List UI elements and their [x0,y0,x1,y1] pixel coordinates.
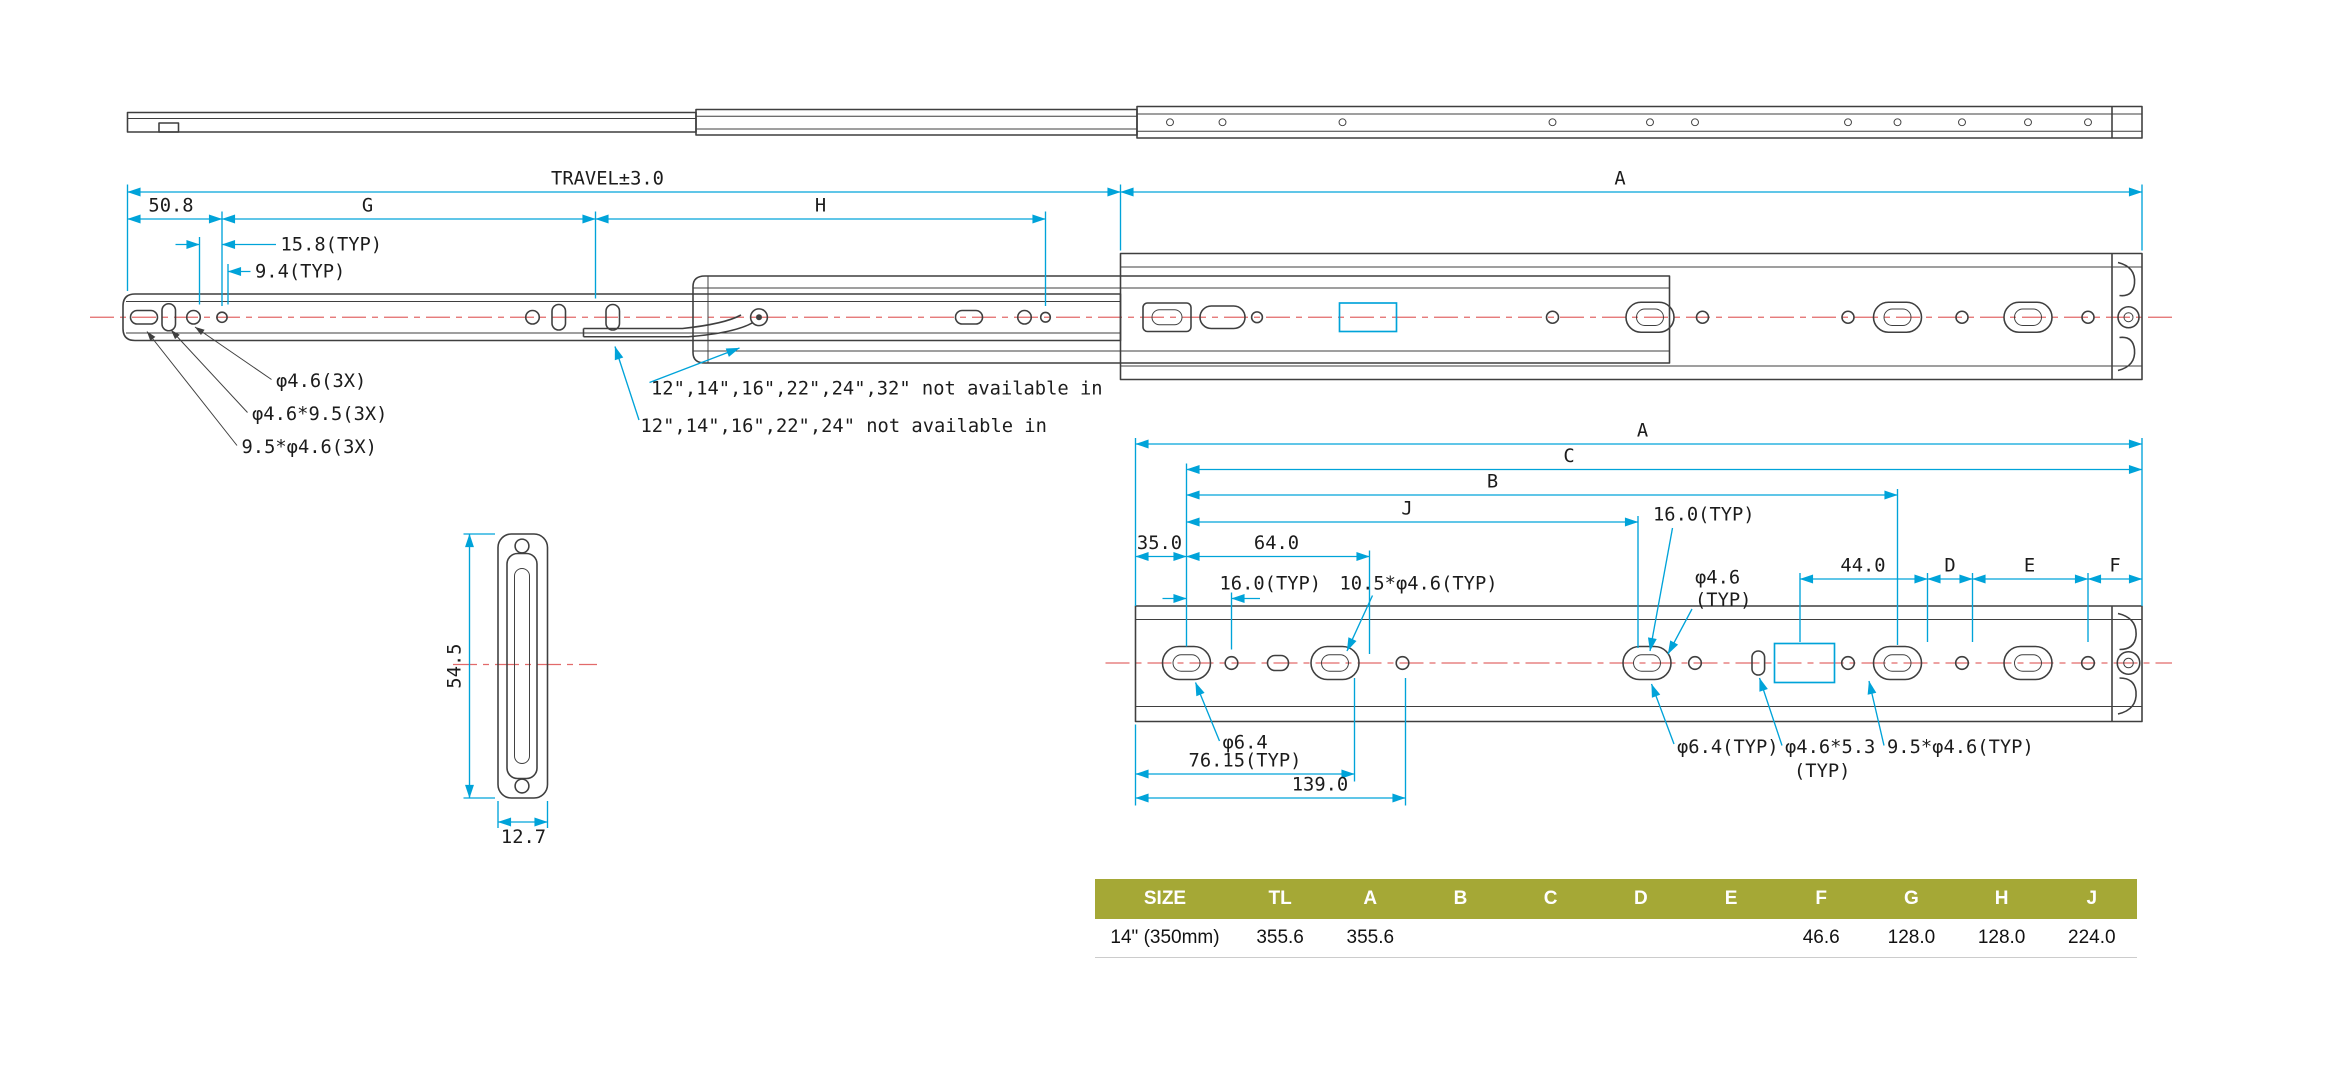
dim-35: 35.0 [1137,533,1182,554]
header-tl: TL [1268,888,1292,909]
dim-12-7: 12.7 [501,827,546,848]
dim-10-5xphi4-6: 10.5*φ4.6(TYP) [1340,574,1498,595]
spec-table-data-row: 14" (350mm) 355.6 355.6 46.6 128.0 128.0… [1095,919,2137,958]
dim-d: D [1944,556,1955,577]
cell-a: 355.6 [1346,927,1395,948]
header-g: G [1904,888,1919,909]
dim-phi4-6-typ-line2: (TYP) [1695,590,1751,611]
dim-50-8: 50.8 [148,196,193,217]
dim-travel: TRAVEL±3.0 [551,169,664,190]
header-a: A [1363,888,1378,909]
header-c: C [1543,888,1558,909]
cell-tl: 355.6 [1256,927,1304,948]
closed-slide-side-view [126,105,2143,139]
header-h: H [1994,888,2009,909]
cell-f: 46.6 [1802,927,1840,948]
header-d: D [1633,888,1648,909]
callout-9-5xphi4-6-3x: 9.5*φ4.6(3X) [242,437,377,458]
size-spec-table: SIZE TL A B C D E F G H J 14" (350mm) 35… [1095,879,2137,958]
dim-139: 139.0 [1292,775,1348,796]
outer-member-detail-view [1105,605,2172,723]
dim-64: 64.0 [1254,533,1299,554]
header-size: SIZE [1143,888,1187,909]
dim-9-4: 9.4(TYP) [255,262,345,283]
dim-44: 44.0 [1840,556,1885,577]
dim-c: C [1563,446,1574,467]
dim-phi6-4: φ6.4 [1223,733,1268,754]
dim-phi4-6-typ-line1: φ4.6 [1695,568,1740,589]
outer-member [1119,252,2143,381]
dim-f: F [2109,556,2120,577]
inner-member [122,293,1122,342]
dim-a-top: A [1614,169,1625,190]
dim-e: E [2024,556,2035,577]
dim-j: J [1401,499,1412,520]
callout-phi4-6x9-5-3x: φ4.6*9.5(3X) [252,404,387,425]
cell-size: 14" (350mm) [1110,927,1220,948]
dim-16-typ-left: 16.0(TYP) [1220,574,1322,595]
extended-slide-side-view [90,252,2172,381]
header-b: B [1453,888,1468,909]
spec-table-header-row: SIZE TL A B C D E F G H J [1095,879,2137,919]
note-sizes-row2: 12",14",16",22",24" not available in [641,416,1047,437]
end-clip [158,122,180,133]
callout-phi4-6-3x: φ4.6(3X) [276,371,366,392]
dim-phi4-6x5-3-line1: φ4.6*5.3 [1785,737,1875,758]
dim-54-5: 54.5 [445,643,466,688]
header-j: J [2086,888,2098,909]
hole-callouts: φ4.6(3X) φ4.6*9.5(3X) 9.5*φ4.6(3X) [146,326,387,458]
highlight-cutout [1338,302,1398,333]
cell-h: 128.0 [1977,927,2026,948]
section-dimensions: 54.5 12.7 [445,533,549,848]
dim-g: G [362,196,373,217]
dim-16-typ-right: 16.0(TYP) [1653,505,1755,526]
header-e: E [1724,888,1738,909]
note-sizes-row1: 12",14",16",22",24",32" not available in [651,379,1103,400]
header-f: F [1815,888,1828,909]
feature-notes: 12",14",16",22",24",32" not available in… [614,346,1103,437]
dim-a-detail: A [1637,421,1648,442]
dim-15-8: 15.8(TYP) [281,235,383,256]
cell-g: 128.0 [1887,927,1936,948]
detail-dimensions-bottom: φ6.4 76.15(TYP) 139.0 φ6.4(TYP) φ4.6*5.3… [1134,677,2034,806]
dim-phi6-4-typ: φ6.4(TYP) [1677,737,1779,758]
disconnect-lever [582,308,769,338]
dim-h: H [815,196,826,217]
dim-b: B [1487,472,1498,493]
dim-phi4-6x5-3-line2: (TYP) [1794,761,1850,782]
travel-a-dimensions: TRAVEL±3.0 A 50.8 G H 15.8(TYP) 9.4(TYP) [126,169,2143,306]
cross-section-view [453,533,597,799]
dim-9-5xphi4-6-typ: 9.5*φ4.6(TYP) [1887,737,2034,758]
dim-76-15: 76.15(TYP) [1189,751,1302,772]
highlight-cutout-detail [1773,642,1836,684]
detail-dimensions-top: A C B J 16.0(TYP) 35.0 64.0 16.0(TYP) 10… [1134,421,2143,655]
cell-j: 224.0 [2068,927,2116,948]
